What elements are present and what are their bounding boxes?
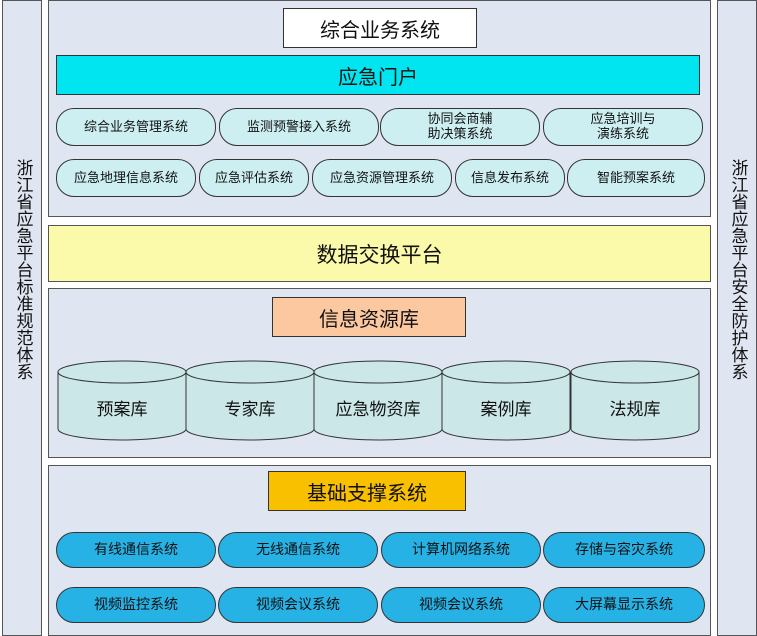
support-system-pill-1: 有线通信系统: [56, 532, 216, 568]
app-system-pill-8: 信息发布系统: [455, 159, 565, 197]
app-system-pill-5: 应急地理信息系统: [56, 159, 196, 197]
application-layer-title: 综合业务系统: [283, 8, 477, 48]
resource-layer-title: 信息资源库: [272, 297, 466, 337]
emergency-portal-bar: 应急门户: [56, 55, 700, 95]
support-system-pill-7: 视频会议系统: [381, 587, 541, 623]
database-cylinder-2: [185, 360, 315, 441]
data-exchange-platform: 数据交换平台: [48, 225, 711, 282]
app-system-pill-6: 应急评估系统: [199, 159, 309, 197]
right-side-panel: 浙江省应急平台安全防护体系: [717, 0, 757, 636]
left-side-panel: 浙江省应急平台标准规范体系: [2, 0, 42, 636]
database-label-4: 案例库: [480, 399, 532, 420]
support-system-pill-3: 计算机网络系统: [381, 532, 541, 568]
app-system-pill-7: 应急资源管理系统: [312, 159, 452, 197]
app-system-pill-9: 智能预案系统: [567, 159, 705, 197]
app-system-pill-1: 综合业务管理系统: [56, 108, 216, 146]
database-cylinder-5: [570, 360, 700, 441]
right-side-label: 浙江省应急平台安全防护体系: [727, 159, 748, 380]
database-label-5: 法规库: [609, 399, 661, 420]
database-label-2: 专家库: [224, 399, 276, 420]
support-system-pill-4: 存储与容灾系统: [543, 532, 705, 568]
app-system-pill-4: 应急培训与 演练系统: [543, 108, 703, 146]
support-layer-title: 基础支撑系统: [268, 471, 466, 511]
app-system-pill-3: 协同会商辅 助决策系统: [380, 108, 540, 146]
support-system-pill-8: 大屏幕显示系统: [543, 587, 705, 623]
left-side-label: 浙江省应急平台标准规范体系: [12, 159, 33, 380]
database-cylinder-4: [441, 360, 571, 441]
database-cylinder-1: [57, 360, 187, 441]
app-system-pill-2: 监测预警接入系统: [219, 108, 379, 146]
support-system-pill-6: 视频会议系统: [218, 587, 378, 623]
database-label-1: 预案库: [96, 399, 148, 420]
support-system-pill-5: 视频监控系统: [56, 587, 216, 623]
support-system-pill-2: 无线通信系统: [218, 532, 378, 568]
database-label-3: 应急物资库: [335, 399, 421, 420]
